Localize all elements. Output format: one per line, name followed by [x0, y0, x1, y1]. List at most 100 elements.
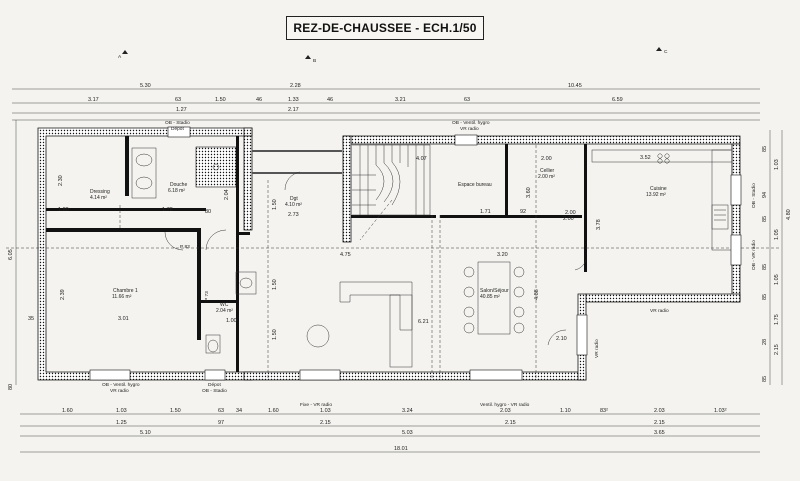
dim-int-14: 1.71	[480, 209, 491, 215]
room-douche: Douche	[170, 182, 187, 188]
top-dimensions: 5.30 2.28 10.45 3.17 63 1.50 46 1.33 46 …	[12, 83, 760, 121]
dim-right-0: 85	[762, 146, 768, 152]
label-vr-radio-vert: VR radio	[594, 339, 600, 358]
living-furniture	[306, 261, 525, 368]
dim-int-12: 3.52	[640, 155, 651, 161]
kitchen-fixtures	[591, 149, 733, 251]
section-mark-b: B	[313, 58, 316, 64]
dim-top-r2-6: 3.21	[395, 97, 406, 103]
window-markers	[89, 126, 742, 381]
dim-int-2: 1.78	[162, 207, 173, 213]
dim-right-9: 4.80	[786, 209, 792, 220]
label-p73: P 73	[204, 291, 210, 301]
dim-int-16: 3.60	[526, 187, 532, 198]
room-dressing: Dressing	[90, 189, 110, 195]
label-depot-bottom: Dépot	[208, 382, 221, 388]
door-swings	[164, 171, 587, 346]
left-dimensions: 6.05 80 35	[8, 120, 34, 390]
dim-top-r2-7: 63	[464, 97, 470, 103]
dim-bot-r1-10: 83²	[600, 408, 608, 414]
room-dgt-area: 4.10 m²	[285, 202, 302, 208]
room-labels: Dressing 4.14 m² Douche 6.18 m² Chambre …	[90, 168, 667, 314]
section-marks: A B C	[118, 47, 668, 64]
dim-bot-r2-3: 2.15	[505, 420, 516, 426]
label-depot-top: Dépot	[171, 126, 184, 132]
room-cuisine-area: 13.92 m²	[646, 192, 666, 198]
dim-right-6: 1.05	[774, 274, 780, 285]
label-ob-stadio-bottom: OB - Stadio	[202, 388, 227, 394]
dim-int-10: 2.00	[541, 156, 552, 162]
label-ventil-vr: Ventil. hygro - VR radio	[480, 402, 530, 408]
dim-bot-r3-1: 5.03	[402, 430, 413, 436]
room-dgt: Dgt	[290, 196, 298, 202]
dim-bot-r1-3: 63	[218, 408, 224, 414]
dim-int-20: 1.00	[226, 318, 237, 324]
plan-title: REZ-DE-CHAUSSEE - ECH.1/50	[286, 16, 484, 40]
room-dressing-area: 4.14 m²	[90, 195, 107, 201]
dim-int-21: 1.50	[272, 329, 278, 340]
dim-bot-r3-0: 5.10	[140, 430, 151, 436]
dim-bot-r1-5: 1.60	[268, 408, 279, 414]
dim-top-r2-8: 6.59	[612, 97, 623, 103]
dim-bot-r1-6: 1.03	[320, 408, 331, 414]
dim-bot-r1-12: 1.03²	[714, 408, 727, 414]
dim-top-r3-0: 1.27	[176, 107, 187, 113]
dim-bot-r1-8: 2.03	[500, 408, 511, 414]
dim-int-8: 3.20	[497, 252, 508, 258]
dim-int-15: 92	[520, 209, 526, 215]
dim-int-4: 2.04	[224, 189, 230, 200]
dim-right-1: 1.03	[774, 159, 780, 170]
dim-int-9: 4.07	[416, 156, 427, 162]
dim-bot-r2-1: 97	[218, 420, 224, 426]
label-ob-ventil-top: OB - Ventil. hygro	[452, 120, 490, 126]
room-cuisine: Cuisine	[650, 186, 667, 192]
dim-int-19: 2.39	[60, 289, 66, 300]
dim-int-23: 6.21	[418, 319, 429, 325]
dim-top-r2-3: 46	[256, 97, 262, 103]
dim-top-1: 5.30	[140, 83, 151, 89]
dim-top-r2-5: 46	[327, 97, 333, 103]
dim-left-0: 6.05	[8, 249, 14, 260]
staircase	[352, 144, 431, 241]
bathroom-fixtures	[131, 146, 257, 354]
dim-int-0: 2.30	[58, 175, 64, 186]
right-dimensions: 85 1.03 94 85 1.05 85 1.05 85 1.75 4.80 …	[762, 130, 792, 385]
dim-top-r3-1: 2.17	[288, 107, 299, 113]
dim-bot-r1-9: 1.10	[560, 408, 571, 414]
dim-left-2: 35	[28, 316, 34, 322]
dim-left-1: 80	[8, 384, 14, 390]
dim-top-r2-0: 3.17	[88, 97, 99, 103]
dim-int-18: 3.01	[118, 316, 129, 322]
label-fixe-vr: Fixe - VR radio	[300, 402, 332, 408]
label-ob-vr-right: OB - VR radio	[751, 240, 757, 270]
dim-right-8: 1.75	[774, 314, 780, 325]
bottom-dimensions: 1.60 1.03 1.50 63 34 1.60 1.03 3.24 2.03…	[20, 408, 760, 453]
room-cellier: Cellier	[540, 168, 555, 174]
dim-int-13: 3.78	[596, 219, 602, 230]
dim-top-2: 2.28	[290, 83, 301, 89]
dashed-lines	[6, 145, 780, 380]
dim-int-25: 1.50	[272, 279, 278, 290]
dim-right-4: 1.05	[774, 229, 780, 240]
section-mark-a: A	[118, 54, 122, 60]
room-chambre-area: 11.66 m²	[112, 294, 132, 300]
dim-bot-r2-4: 2.15	[654, 420, 665, 426]
dim-right-5: 85	[762, 264, 768, 270]
dim-right-7: 85	[762, 294, 768, 300]
label-ob-stadio-right: OB - Stadio	[751, 183, 757, 208]
dim-int-17: 2.00	[565, 210, 576, 216]
room-cellier-area: 2.00 m²	[538, 174, 555, 180]
dim-int-24: 2.10	[556, 336, 567, 342]
room-bureau: Espace bureau	[458, 182, 492, 188]
label-vr-radio-top: VR radio	[460, 126, 479, 132]
dim-bot-r1-1: 1.03	[116, 408, 127, 414]
dim-right-3: 85	[762, 216, 768, 222]
dim-right-2: 94	[762, 192, 768, 198]
room-wc-area: 2.04 m²	[216, 308, 233, 314]
dim-bot-r1-11: 2.03	[654, 408, 665, 414]
label-ob-stadio-top: OB - Stadio	[165, 120, 190, 126]
room-salon-area: 40.85 m²	[480, 294, 500, 300]
label-ob-ventil-bottom: OB - Ventil. hygro	[102, 382, 140, 388]
section-mark-c: C	[664, 49, 668, 55]
dim-bot-r2-0: 1.25	[116, 420, 127, 426]
